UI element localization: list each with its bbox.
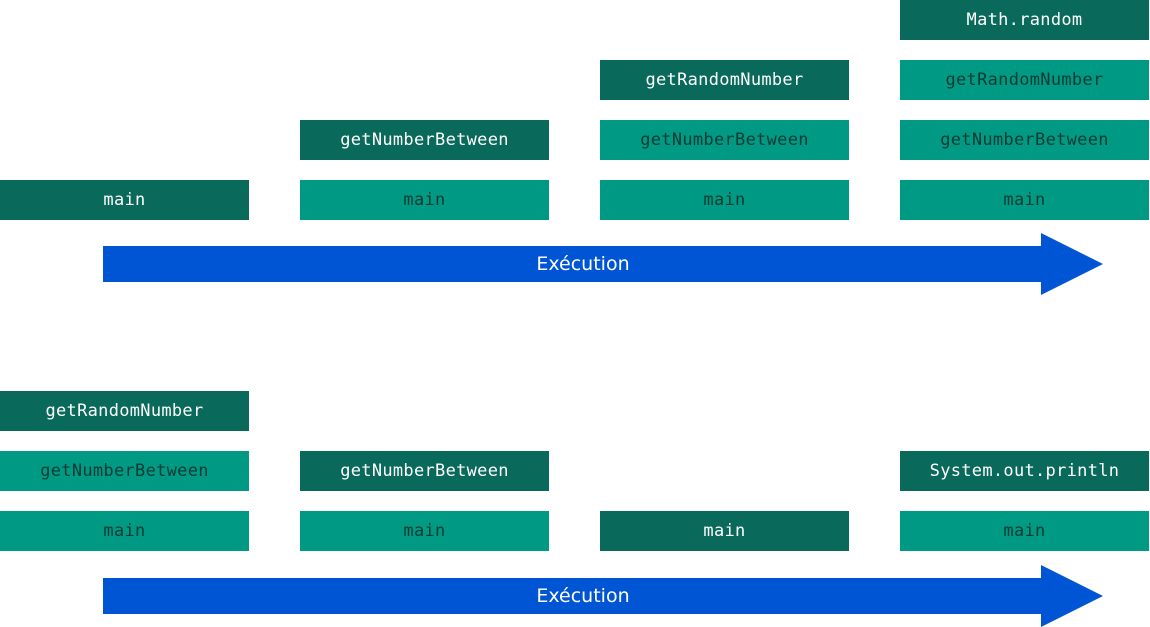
stack-frame-getnumberbetween: getNumberBetween [900,120,1149,160]
stack-frame-main: main [0,511,249,551]
stack-frame-math-random: Math.random [900,0,1149,40]
stack-frame-main: main [300,180,549,220]
stack-frame-getnumberbetween: getNumberBetween [300,120,549,160]
stack-frame-main: main [600,511,849,551]
stack-frame-getrandomnumber: getRandomNumber [600,60,849,100]
execution-arrow: Exécution [103,565,1103,627]
stack-frame-system-out-println: System.out.println [900,451,1149,491]
stack-frame-getnumberbetween: getNumberBetween [0,451,249,491]
arrow-shape [103,233,1103,295]
arrow-shape [103,565,1103,627]
stack-frame-getnumberbetween: getNumberBetween [300,451,549,491]
stack-frame-main: main [600,180,849,220]
stack-frame-main: main [900,180,1149,220]
execution-label: Exécution [536,585,630,607]
stack-frame-getrandomnumber: getRandomNumber [0,391,249,431]
stack-frame-main: main [0,180,249,220]
execution-label: Exécution [536,253,630,275]
execution-arrow: Exécution [103,233,1103,295]
stack-frame-main: main [900,511,1149,551]
stack-frame-main: main [300,511,549,551]
stack-frame-getrandomnumber: getRandomNumber [900,60,1149,100]
stack-frame-getnumberbetween: getNumberBetween [600,120,849,160]
